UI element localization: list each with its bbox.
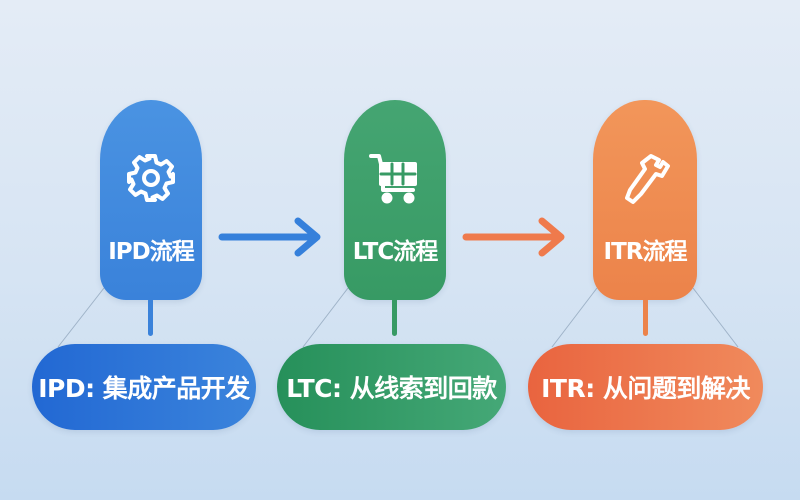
itr-pill-label: ITR: 从问题到解决 <box>541 374 750 403</box>
arrow-right-icon <box>218 217 321 257</box>
itr-process-node[interactable]: ITR流程 <box>593 100 697 300</box>
ltc-description-pill[interactable]: LTC: 从线索到回款 <box>277 344 506 430</box>
ltc-node-label: LTC流程 <box>352 239 438 265</box>
ipd-description-pill[interactable]: IPD: 集成产品开发 <box>32 344 256 430</box>
ltc-process-node[interactable]: LTC流程 <box>344 100 446 300</box>
ltc-stem <box>392 298 397 336</box>
itr-stem <box>643 298 648 336</box>
gear-icon <box>121 148 181 208</box>
ipd-pill-label: IPD: 集成产品开发 <box>38 374 250 403</box>
ltc-pill-label: LTC: 从线索到回款 <box>286 374 497 403</box>
arrow-right-icon <box>462 217 565 257</box>
ipd-node-label: IPD流程 <box>108 239 195 265</box>
shopping-cart-icon <box>365 148 425 208</box>
itr-description-pill[interactable]: ITR: 从问题到解决 <box>528 344 763 430</box>
ipd-process-node[interactable]: IPD流程 <box>100 100 202 300</box>
wrench-icon <box>615 148 675 208</box>
itr-node-label: ITR流程 <box>603 239 688 265</box>
ipd-stem <box>148 298 153 336</box>
